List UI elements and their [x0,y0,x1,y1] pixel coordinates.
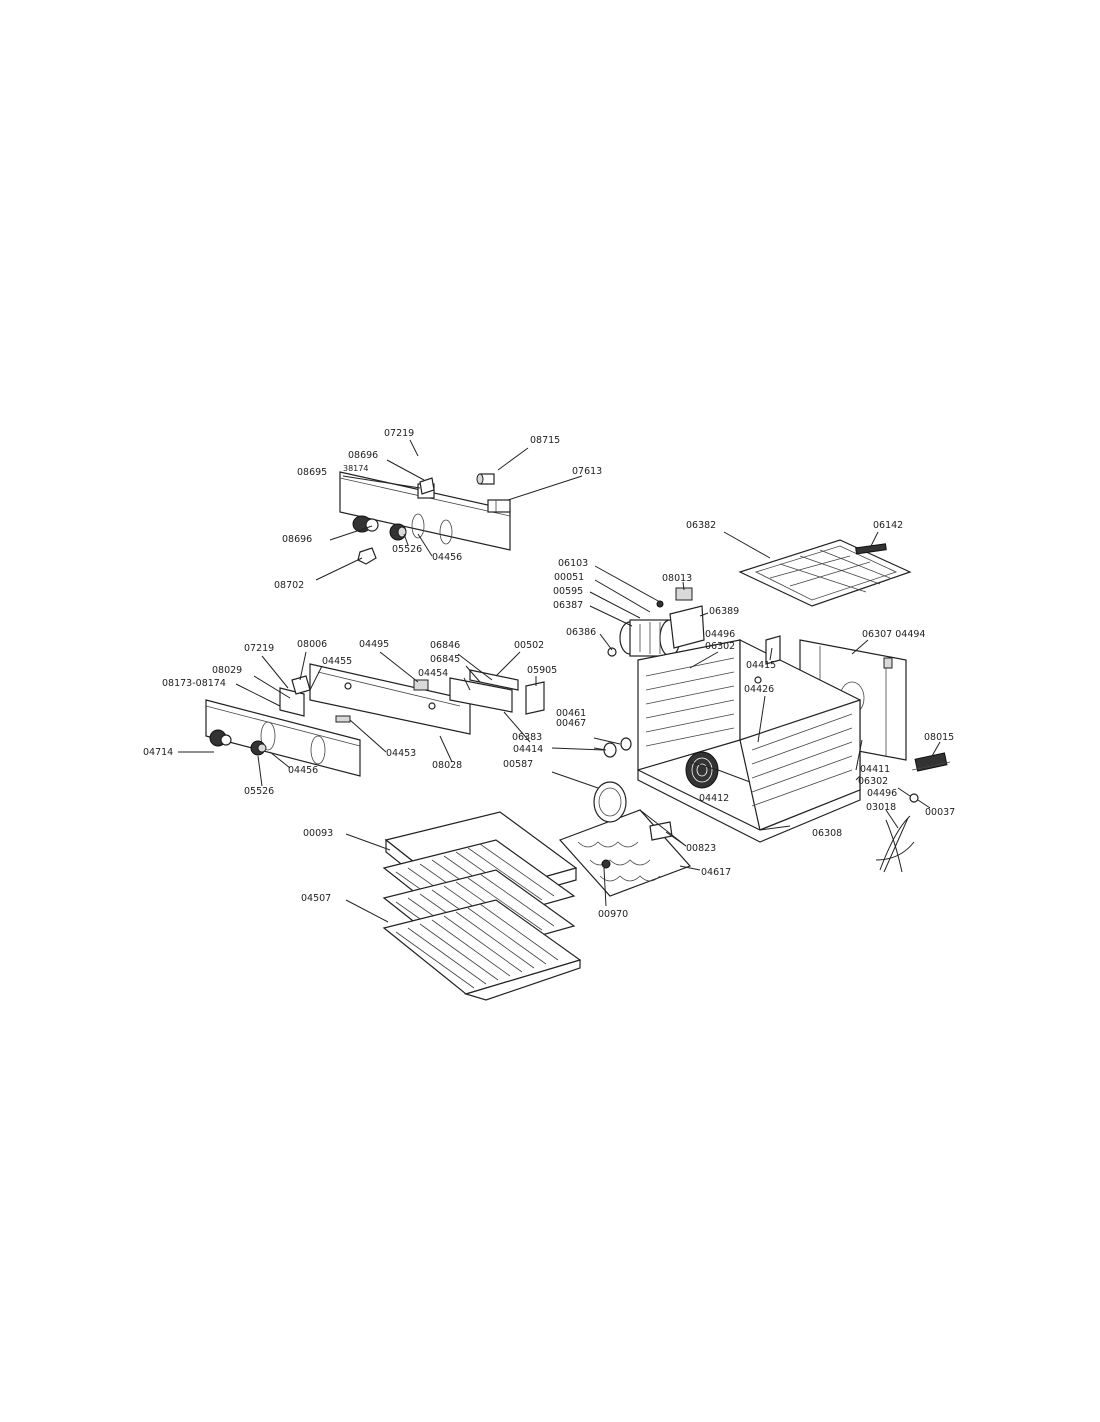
label-08013: 08013 [662,573,692,584]
clip-00823 [639,809,687,847]
label-05905: 05905 [527,665,557,676]
label-00823: 00823 [686,843,716,854]
bracket-05905 [525,681,545,715]
label-07219-top: 07219 [384,428,414,439]
label-00051: 00051 [554,572,584,583]
label-06845: 06845 [430,654,460,665]
label-08695: 08695 [297,467,327,478]
label-04714: 04714 [143,747,173,758]
gasket-00587 [551,771,627,823]
knob-04714 [209,729,232,747]
oven-racks [382,811,582,1001]
oven-cavity-06302 [637,635,861,843]
label-04495: 04495 [359,639,389,650]
label-08702: 08702 [274,580,304,591]
label-06387: 06387 [553,600,583,611]
label-06307-04494: 06307 04494 [862,629,925,640]
label-04412: 04412 [699,793,729,804]
control-panel-top [339,471,511,551]
label-06383: 06383 [512,732,542,743]
label-04456-top: 04456 [432,552,462,563]
label-06103: 06103 [558,558,588,569]
label-06302-top: 06302 [705,641,735,652]
label-08696-mid: 08696 [282,534,312,545]
label-04453: 04453 [386,748,416,759]
label-06386: 06386 [566,627,596,638]
label-00502: 00502 [514,640,544,651]
label-00595: 00595 [553,586,583,597]
label-04455: 04455 [322,656,352,667]
label-00093: 00093 [303,828,333,839]
label-03018: 03018 [866,802,896,813]
leader-lines-top [315,439,583,581]
leader-lines-motor [589,565,709,651]
label-05526-mid: 05526 [244,786,274,797]
label-00037: 00037 [925,807,955,818]
bezel-05526-mid [250,740,267,756]
label-04454: 04454 [418,668,448,679]
label-08006: 08006 [297,639,327,650]
label-07613: 07613 [572,466,602,477]
label-04617: 04617 [701,867,731,878]
label-04496-right: 04496 [867,788,897,799]
label-08015: 08015 [924,732,954,743]
label-38174: 38174 [343,464,368,473]
label-04411: 04411 [860,764,890,775]
fan-motor-assembly [607,587,705,657]
label-06142: 06142 [873,520,903,531]
label-04415: 04415 [746,660,776,671]
control-panel-middle [205,663,545,777]
bezel-05526-top [389,523,407,541]
label-06846: 06846 [430,640,460,651]
label-08029: 08029 [212,665,242,676]
leader-lines-cavity [689,647,863,831]
label-04414: 04414 [513,744,543,755]
label-00587: 00587 [503,759,533,770]
fitting-07613 [487,499,511,513]
bracket-04415 [765,635,781,665]
bushings-00461-00467 [551,737,632,758]
wiring-03018 [875,809,915,873]
label-08696-top: 08696 [348,450,378,461]
fan-grille-04412 [685,751,719,789]
label-08028: 08028 [432,760,462,771]
clip-08696 [419,477,435,495]
label-00461: 00461 [556,708,586,719]
label-00467: 00467 [556,718,586,729]
label-05526-top: 05526 [392,544,422,555]
leader-lines-middle [178,651,537,787]
label-07219-mid: 07219 [244,643,274,654]
label-04456-mid: 04456 [288,765,318,776]
label-08715: 08715 [530,435,560,446]
label-04496-top: 04496 [705,629,735,640]
element-08015 [911,741,951,772]
control-panel-top-assembly [339,471,511,565]
screw-00037 [897,787,931,809]
cap-08702 [357,547,377,565]
label-04426: 04426 [744,684,774,695]
label-06308: 06308 [812,828,842,839]
part-number-labels: 07219 08715 08696 08695 38174 07613 0869… [143,428,955,920]
rack-06382 [738,539,912,607]
label-00970: 00970 [598,909,628,920]
label-04507: 04507 [301,893,331,904]
fitting-08715 [476,473,495,485]
label-06389: 06389 [709,606,739,617]
label-06302-right: 06302 [858,776,888,787]
label-08173-08174: 08173-08174 [162,678,226,689]
label-06382: 06382 [686,520,716,531]
